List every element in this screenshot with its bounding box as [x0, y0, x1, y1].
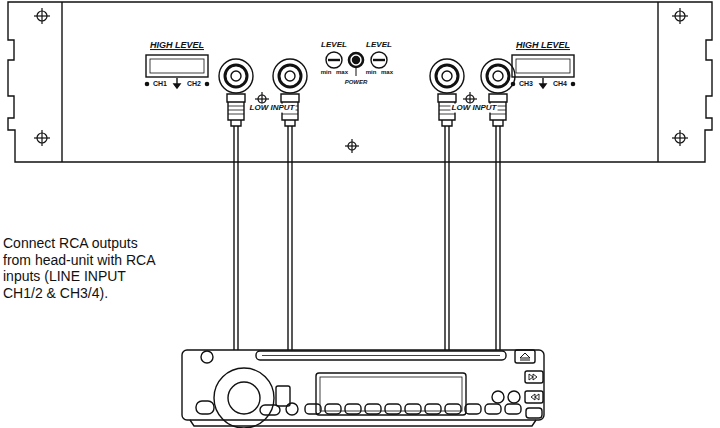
level-controls [326, 52, 387, 76]
high-level-terminal [145, 55, 574, 88]
input-label: LOW INPUT [249, 104, 296, 113]
end-cap-line [61, 2, 62, 162]
scale-label: max [336, 69, 348, 76]
screws [34, 8, 688, 153]
head-unit [182, 350, 544, 428]
scale-label: min [321, 69, 332, 76]
channel-label: CH1 [153, 80, 167, 88]
indicator-label: POWER [345, 79, 368, 86]
terminal-label: HIGH LEVEL [516, 41, 570, 51]
amplifier-housing [8, 2, 712, 162]
rca-jacks-and-cables [219, 59, 515, 350]
channel-label: CH3 [519, 80, 533, 88]
input-label: LOW INPUT [451, 104, 498, 113]
end-cap-line [657, 2, 658, 162]
scale-label: max [381, 69, 393, 76]
channel-label: CH2 [187, 80, 201, 88]
instruction-note: Connect RCA outputs from head-unit with … [3, 235, 161, 301]
control-label: LEVEL [321, 41, 347, 50]
scale-label: min [366, 69, 377, 76]
terminal-label: HIGH LEVEL [150, 41, 204, 51]
control-label: LEVEL [366, 41, 392, 50]
channel-label: CH4 [553, 80, 567, 88]
